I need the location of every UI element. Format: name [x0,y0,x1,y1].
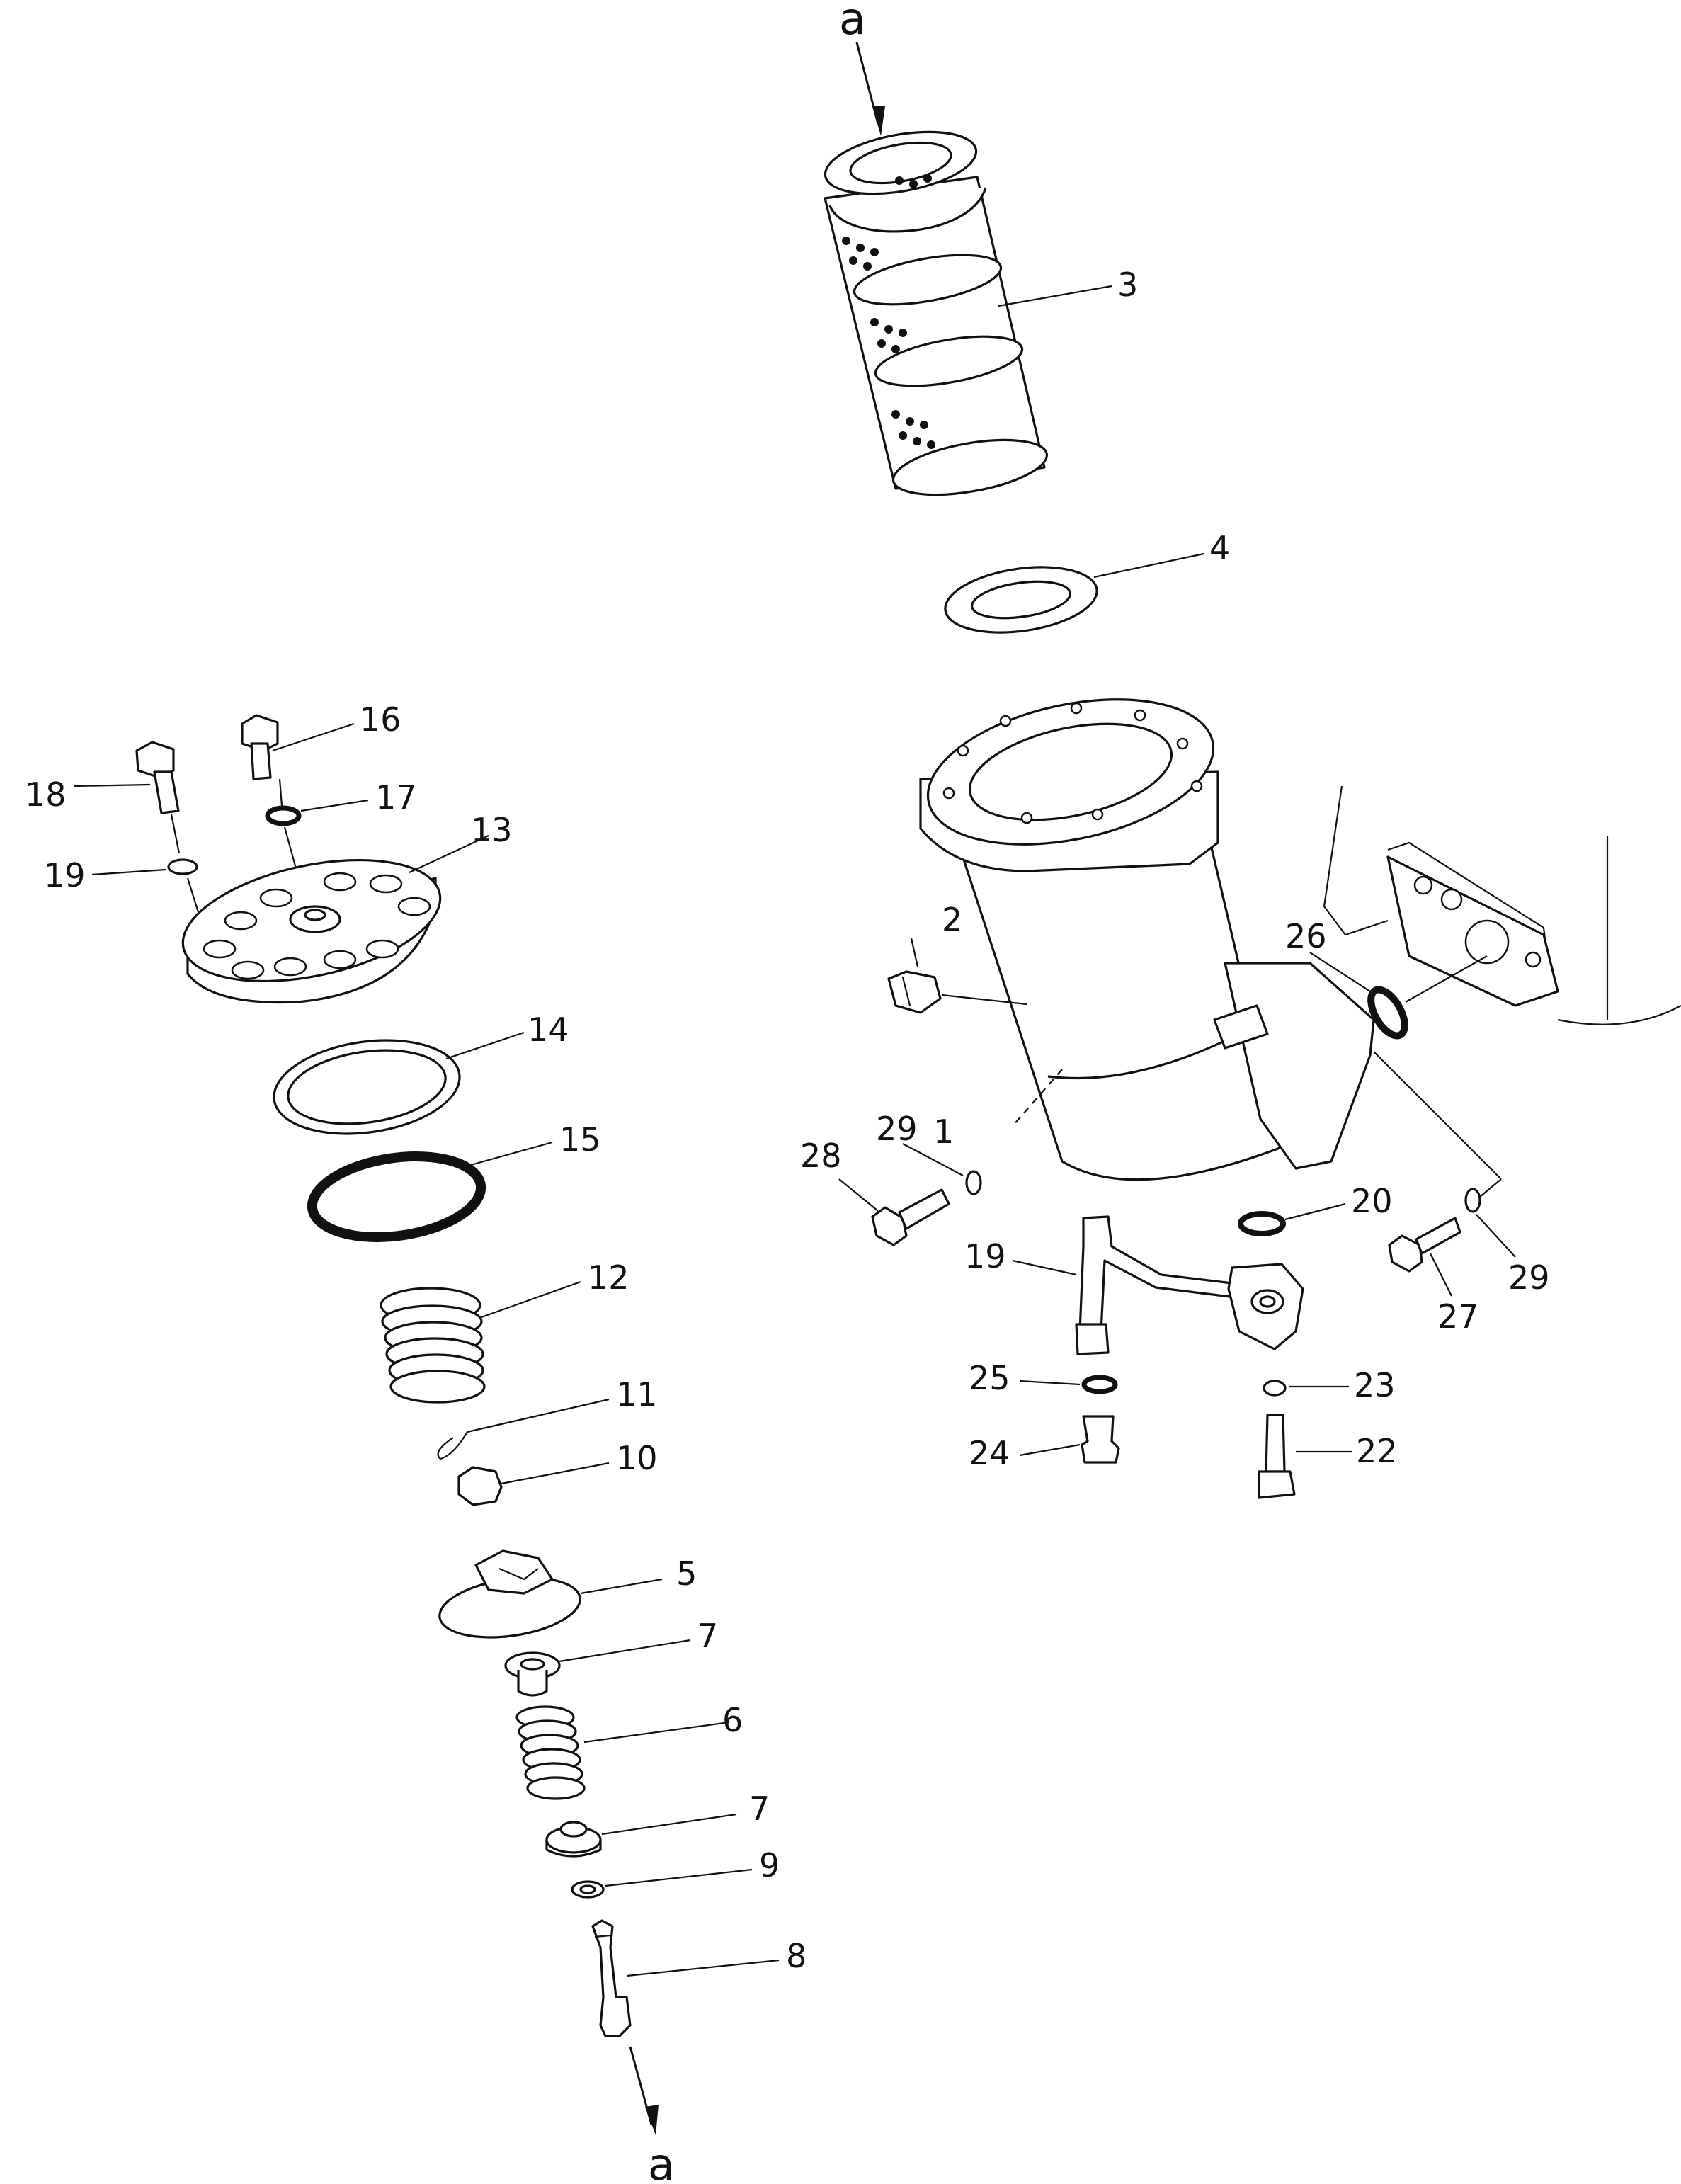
callout-10: 10 [616,1439,658,1477]
callout-16: 16 [360,700,401,739]
top-mark-letter: a [839,0,866,45]
spring-part-6 [515,1705,730,1800]
bottom-continuation-mark: a [629,2046,675,2184]
callout-14: 14 [528,1011,569,1049]
bolt-part-22 [1258,1414,1352,1499]
callout-15: 15 [559,1120,601,1159]
valve-part-5 [438,1549,663,1639]
washer-part-23 [1263,1380,1349,1397]
callout-19: 19 [44,856,86,894]
shaft-part-8 [591,1919,780,2037]
ring-part-14 [273,1031,525,1135]
callout-13: 13 [471,811,513,849]
seat-part-7-upper [504,1639,691,1697]
callout-labels: 2 3 4 26 1 29 28 20 19 29 27 25 23 24 22… [25,266,1550,1975]
washer-part-19 [91,858,207,935]
seat-part-7-lower [545,1813,737,1858]
callout-12: 12 [588,1258,629,1297]
callout-28: 28 [800,1137,842,1175]
cover-plate-part-13 [181,835,489,1004]
washer-part-9 [571,1868,753,1899]
callout-3: 3 [1117,266,1138,304]
mounting-bracket [1323,785,1681,1025]
callout-4: 4 [1209,529,1230,567]
bolt-part-18 [74,741,181,854]
o-ring-part-26 [1309,952,1488,1040]
callout-6: 6 [722,1701,743,1739]
o-ring-part-15 [307,1141,553,1242]
pipe-part-20 [1012,1215,1304,1355]
callout-26: 26 [1285,917,1327,955]
bolt-part-27 [1388,1217,1461,1297]
callout-1: 1 [933,1113,954,1151]
callout-7-lower: 7 [749,1790,770,1828]
o-ring-part-25 [1019,1375,1118,1394]
strainer-element-part-3 [824,130,1112,496]
top-arrowhead [872,106,885,136]
callout-22: 22 [1356,1432,1398,1470]
washer-part-29-right [1464,1188,1516,1258]
bolt-part-16 [241,714,355,780]
spring-part-12 [380,1280,581,1404]
callout-17: 17 [375,778,417,817]
callout-11: 11 [616,1375,658,1414]
bottom-mark-letter: a [648,2139,675,2184]
callout-29-left: 29 [876,1110,918,1148]
bottom-arrowhead [645,2105,659,2135]
callout-9: 9 [759,1846,780,1884]
callout-8: 8 [786,1937,807,1975]
callout-25: 25 [969,1359,1010,1397]
filter-case-part-1 [919,698,1502,1198]
plug-part-2 [887,938,1027,1014]
callout-2: 2 [942,901,962,939]
callout-18: 18 [25,775,67,814]
callout-5: 5 [676,1554,697,1593]
callout-20: 19 [964,1237,1006,1275]
callout-27: 27 [1437,1297,1479,1336]
cotter-pin-part-11 [437,1398,610,1460]
top-continuation-mark: a [839,0,885,136]
callout-29-right: 29 [1508,1258,1550,1297]
callout-21: 20 [1351,1182,1393,1220]
callout-23: 23 [1354,1366,1396,1404]
o-ring-part-21 [1238,1202,1346,1236]
callout-24: 24 [969,1434,1010,1472]
bolt-part-28 [838,1178,950,1246]
gasket-part-4 [944,552,1204,634]
plug-part-24 [1019,1415,1120,1464]
washer-part-29-left [902,1143,982,1195]
callout-7-upper: 7 [697,1617,718,1655]
nut-part-10 [457,1462,610,1506]
